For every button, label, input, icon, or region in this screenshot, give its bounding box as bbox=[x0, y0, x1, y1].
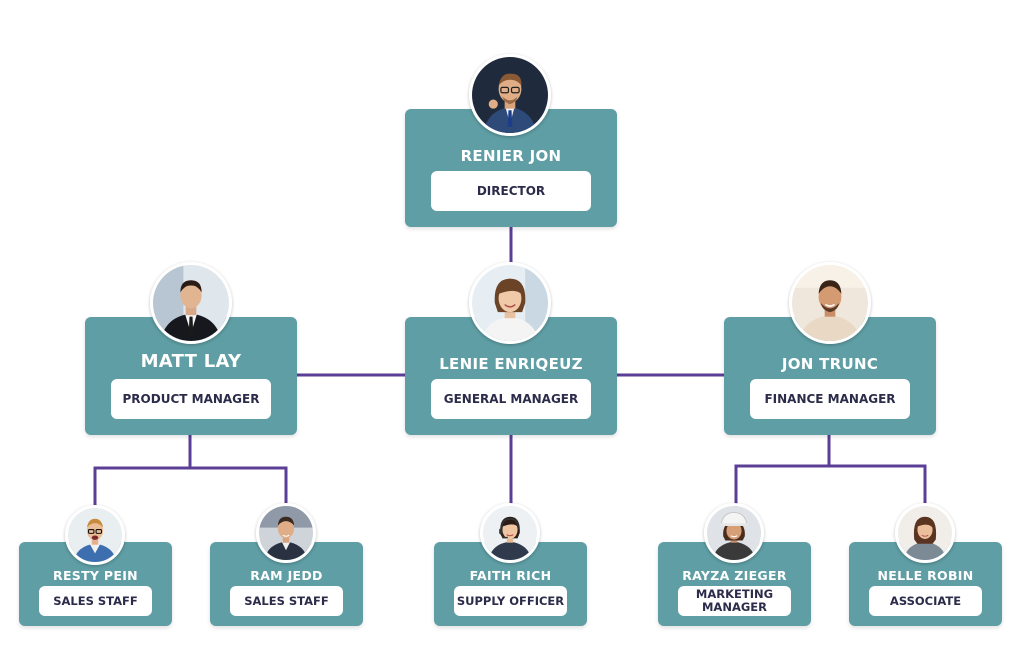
person-photo-icon bbox=[898, 506, 952, 560]
card-sales-staff-1[interactable]: RESTY PEIN SALES STAFF bbox=[19, 542, 172, 626]
avatar-general-manager bbox=[469, 262, 551, 344]
avatar-product-manager bbox=[150, 262, 232, 344]
person-photo-icon bbox=[472, 265, 548, 341]
person-role: SUPPLY OFFICER bbox=[454, 586, 567, 616]
person-name: RENIER JON bbox=[460, 147, 562, 165]
card-sales-staff-2[interactable]: RAM JEDD SALES STAFF bbox=[210, 542, 363, 626]
person-role: FINANCE MANAGER bbox=[750, 379, 910, 419]
person-name: MATT LAY bbox=[140, 351, 242, 372]
avatar-finance-manager bbox=[789, 262, 871, 344]
person-photo-icon bbox=[707, 506, 761, 560]
person-role: SALES STAFF bbox=[39, 586, 152, 616]
person-photo-icon bbox=[259, 506, 313, 560]
person-name: RESTY PEIN bbox=[53, 568, 138, 583]
person-name: JON TRUNC bbox=[781, 355, 879, 373]
card-associate[interactable]: NELLE ROBIN ASSOCIATE bbox=[849, 542, 1002, 626]
person-name: LENIE ENRIQEUZ bbox=[439, 355, 583, 373]
person-name: FAITH RICH bbox=[469, 568, 552, 583]
person-role: ASSOCIATE bbox=[869, 586, 982, 616]
person-photo-icon bbox=[483, 506, 537, 560]
person-role: MARKETING MANAGER bbox=[678, 586, 791, 616]
person-name: NELLE ROBIN bbox=[877, 568, 974, 583]
avatar-marketing-manager bbox=[704, 503, 764, 563]
person-role: DIRECTOR bbox=[431, 171, 591, 211]
avatar-associate bbox=[895, 503, 955, 563]
person-role: SALES STAFF bbox=[230, 586, 343, 616]
person-photo-icon bbox=[472, 57, 548, 133]
person-name: RAYZA ZIEGER bbox=[682, 568, 787, 583]
person-photo-icon bbox=[153, 265, 229, 341]
avatar-supply-officer bbox=[480, 503, 540, 563]
person-role: PRODUCT MANAGER bbox=[111, 379, 271, 419]
avatar-sales-staff-1 bbox=[65, 505, 125, 565]
person-role: GENERAL MANAGER bbox=[431, 379, 591, 419]
person-photo-icon bbox=[68, 508, 122, 562]
person-name: RAM JEDD bbox=[250, 568, 323, 583]
avatar-sales-staff-2 bbox=[256, 503, 316, 563]
person-photo-icon bbox=[792, 265, 868, 341]
avatar-director bbox=[469, 54, 551, 136]
